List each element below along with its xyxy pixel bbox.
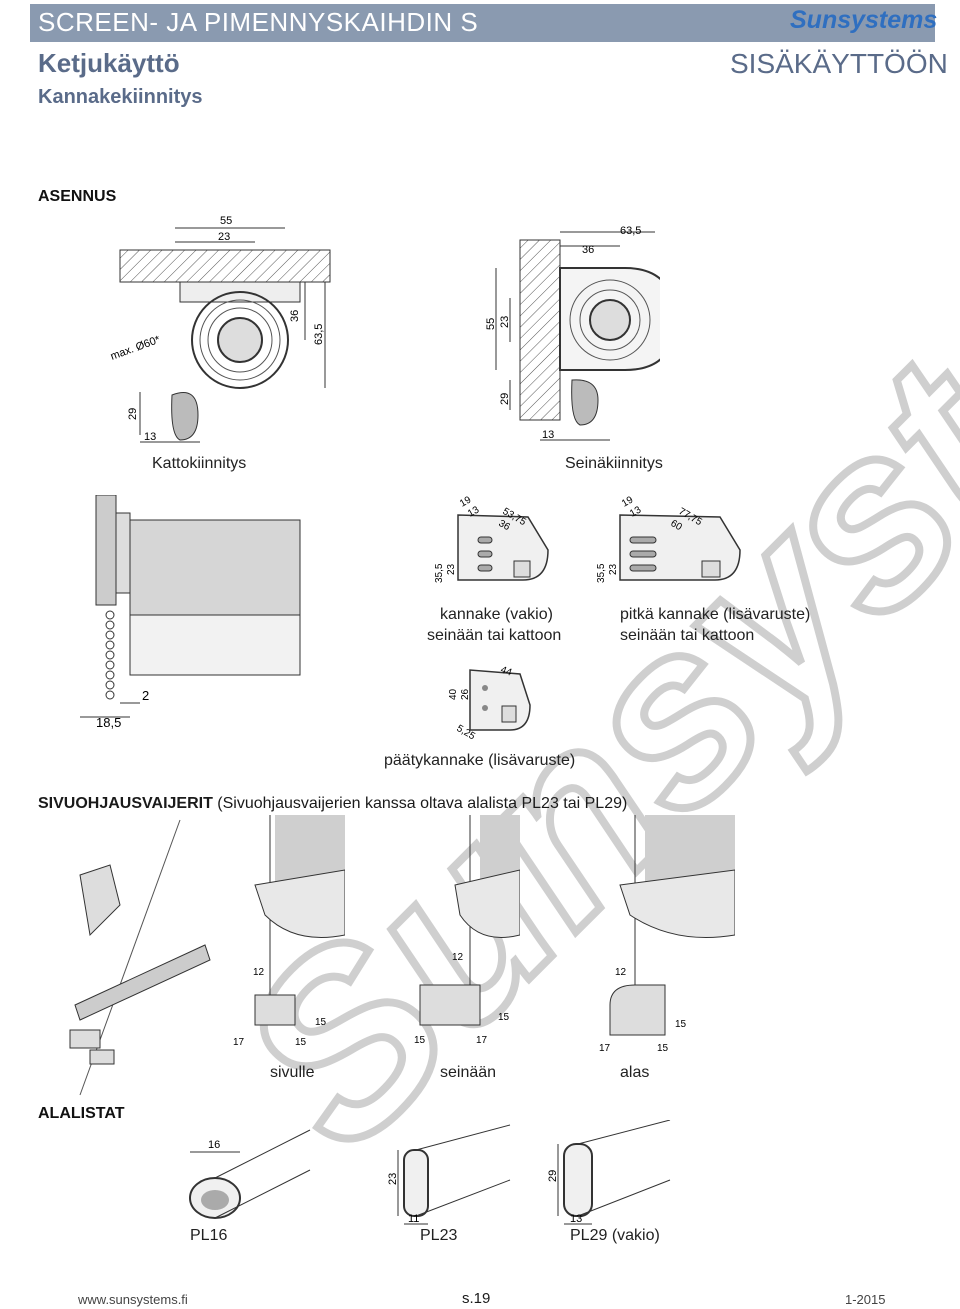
dim-end-40: 40	[448, 688, 459, 700]
dim-wall-63-5: 63,5	[620, 225, 641, 237]
profile-label-pl29: PL29 (vakio)	[570, 1227, 660, 1244]
dim-std-35-5: 35,5	[434, 563, 445, 583]
guide-side-drawing: 12 17 15 15	[233, 815, 345, 1048]
caption-std-2: seinään tai kattoon	[427, 627, 562, 644]
caption-wall: Seinäkiinnitys	[565, 455, 663, 472]
guide-wire-overview-drawing	[69, 819, 211, 1096]
dim-wall-29: 29	[499, 393, 511, 405]
dim-wall-guide-12: 12	[452, 952, 464, 963]
dim-std-23: 23	[446, 563, 457, 575]
guide-wall-drawing: 12 15 17 15	[414, 815, 520, 1046]
mounting-subtitle: Kannakekiinnitys	[38, 86, 203, 108]
dim-ceiling-29: 29	[127, 408, 139, 420]
footer-date: 1-2015	[845, 1292, 886, 1307]
dim-std-13: 13	[466, 504, 482, 519]
dim-ceiling-23: 23	[218, 231, 230, 243]
dim-ceiling-36: 36	[289, 310, 301, 322]
dim-side-15b: 15	[315, 1017, 327, 1028]
dim-side-17: 17	[233, 1037, 245, 1048]
caption-ceiling: Kattokiinnitys	[152, 455, 247, 472]
dim-wall-guide-17: 17	[476, 1035, 488, 1046]
dim-wall-23: 23	[499, 316, 511, 328]
dim-side-12: 12	[253, 967, 265, 978]
dim-pl23: 23	[387, 1173, 399, 1185]
section-asennus: ASENNUS	[38, 188, 117, 205]
dim-std-19: 19	[458, 495, 474, 510]
dim-ceiling-13: 13	[144, 431, 156, 443]
dim-down-15b: 15	[675, 1019, 687, 1030]
dim-pl16: 16	[208, 1139, 220, 1151]
usage-category: SISÄKÄYTTÖÖN	[730, 48, 948, 79]
footer-url: www.sunsystems.fi	[78, 1292, 188, 1307]
section-alalistat: ALALISTAT	[38, 1105, 125, 1122]
dim-pl23-sub: 11	[408, 1213, 419, 1225]
dim-wall-guide-15b: 15	[498, 1012, 510, 1023]
dim-long-23: 23	[608, 563, 619, 575]
long-bracket-drawing: 19 13 77,75 60 35,5 23	[596, 495, 741, 583]
dim-wall-guide-15a: 15	[414, 1035, 426, 1046]
dim-long-35-5: 35,5	[596, 563, 607, 583]
profile-pl16-drawing: 16	[189, 1129, 311, 1219]
label-sivulle: sivulle	[270, 1064, 315, 1081]
header-bar	[30, 4, 935, 42]
section-sivuohjaus: SIVUOHJAUSVAIJERIT (Sivuohjausvaijerien …	[38, 795, 627, 813]
dim-long-19: 19	[620, 495, 636, 510]
dim-end-26: 26	[460, 688, 471, 700]
dim-ceiling-63-5: 63,5	[313, 324, 325, 345]
dim-ceiling-55: 55	[220, 215, 232, 227]
caption-long-1: pitkä kannake (lisävaruste)	[620, 606, 811, 623]
label-seinaan: seinään	[440, 1064, 497, 1081]
footer-page: s.19	[462, 1290, 491, 1307]
caption-std-1: kannake (vakio)	[440, 606, 553, 623]
dim-pl29-sub: 13	[570, 1213, 582, 1225]
dim-side-18-5: 18,5	[96, 715, 121, 730]
dim-side-2: 2	[142, 688, 149, 703]
guide-down-drawing: 12 17 15 15	[599, 815, 735, 1054]
label-alas: alas	[620, 1064, 650, 1081]
ceiling-mount-drawing: 55 23 36 63,5 max. Ø60* 29 13	[109, 215, 331, 443]
profile-pl29-drawing: 29 13	[547, 1120, 671, 1225]
side-view-drawing: 2 18,5	[80, 495, 301, 730]
dim-down-12: 12	[615, 967, 627, 978]
dim-long-60: 60	[669, 518, 685, 533]
profile-pl23-drawing: 23 11	[387, 1124, 511, 1225]
sivuohjaus-title: SIVUOHJAUSVAIJERIT	[38, 795, 213, 812]
dim-ceiling-max: max. Ø60*	[109, 334, 163, 363]
dim-std-36: 36	[497, 518, 513, 533]
dim-wall-55: 55	[485, 318, 497, 330]
dim-end-44: 44	[499, 664, 514, 678]
sivuohjaus-note: (Sivuohjausvaijerien kanssa oltava alali…	[212, 795, 628, 812]
page-title: SCREEN- JA PIMENNYSKAIHDIN S	[38, 7, 479, 37]
dim-down-17: 17	[599, 1043, 611, 1054]
standard-bracket-drawing: 19 13 53,75 36 35,5 23	[434, 495, 549, 583]
dim-side-15a: 15	[295, 1037, 307, 1048]
profile-label-pl23: PL23	[420, 1227, 458, 1244]
end-bracket-drawing: 44 40 26 5,25	[448, 664, 531, 740]
dim-wall-13: 13	[542, 429, 554, 441]
caption-end-bracket: päätykannake (lisävaruste)	[384, 752, 576, 769]
brand-logo: Sunsystems	[790, 6, 938, 34]
dim-down-15a: 15	[657, 1043, 669, 1054]
dim-long-13: 13	[628, 504, 644, 519]
product-subtitle: Ketjukäyttö	[38, 48, 180, 78]
dim-pl29: 29	[547, 1170, 559, 1182]
caption-long-2: seinään tai kattoon	[620, 627, 755, 644]
wall-mount-drawing: 63,5 36 55 23 29 13	[485, 225, 660, 441]
profile-label-pl16: PL16	[190, 1227, 228, 1244]
dim-wall-36: 36	[582, 244, 594, 256]
